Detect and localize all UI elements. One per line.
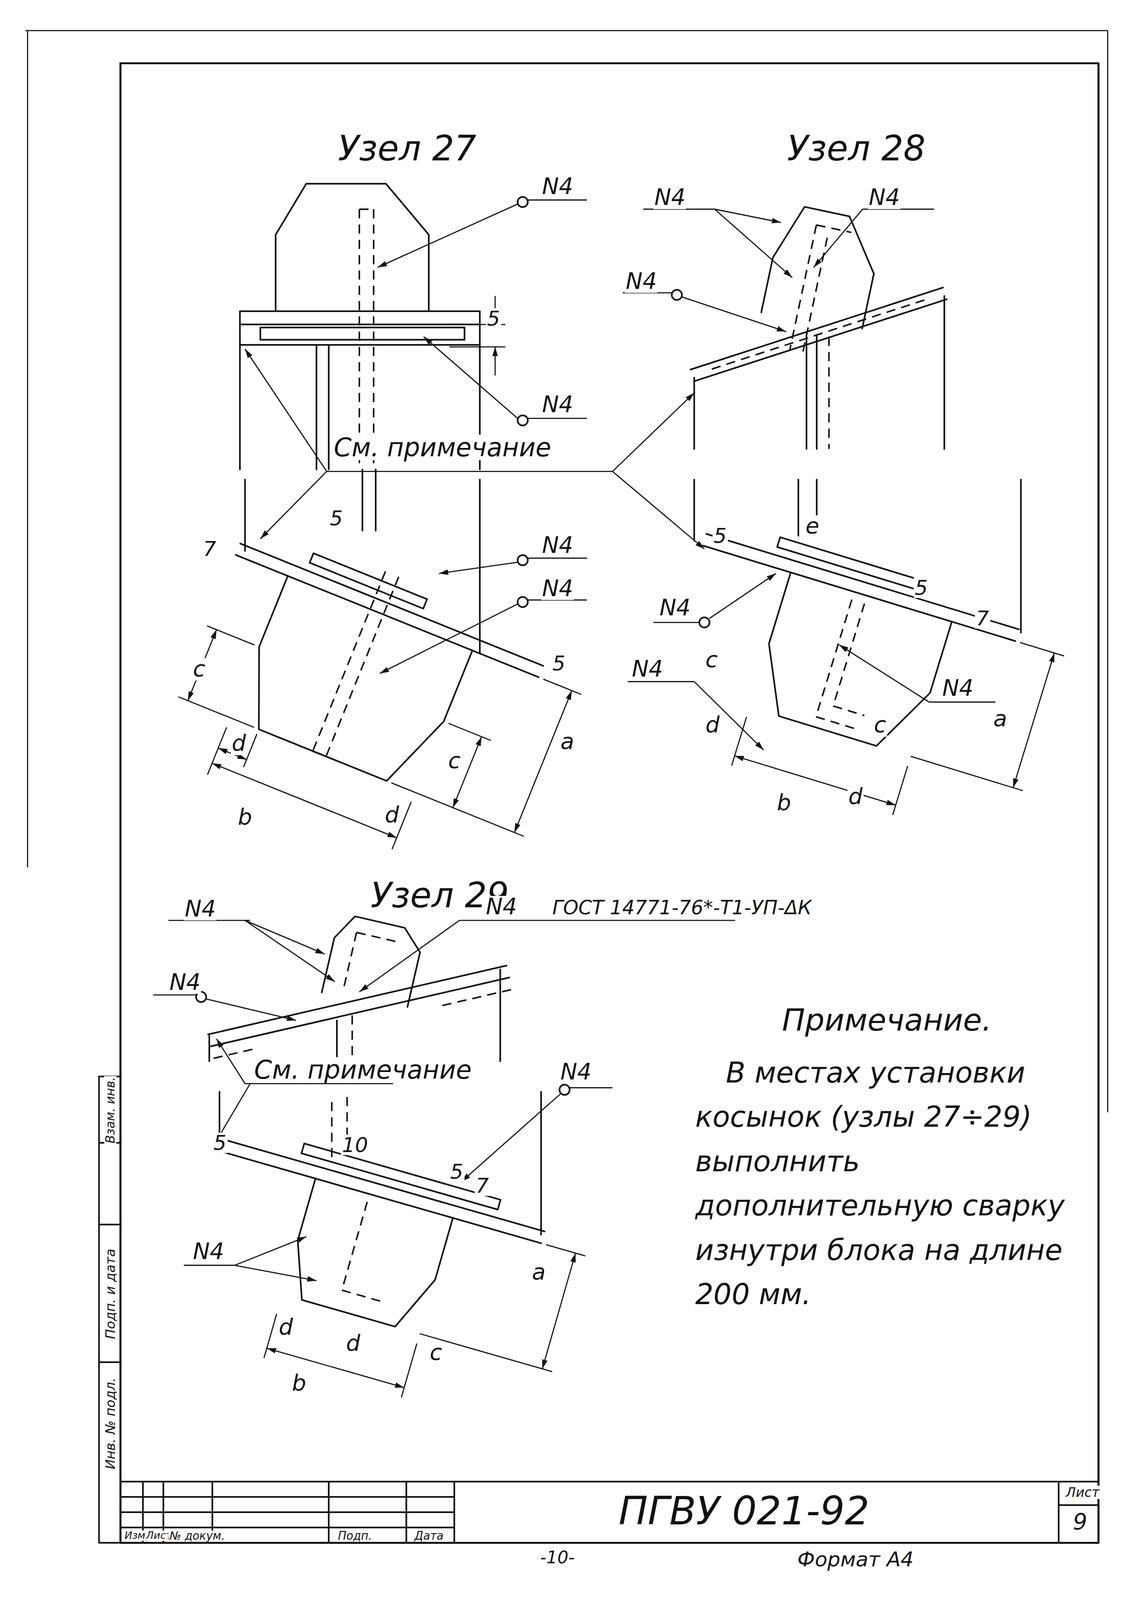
callout-number: N4 bbox=[485, 895, 519, 919]
dimension: d bbox=[277, 1316, 294, 1339]
document-code: ПГВУ 021-92 bbox=[617, 1491, 871, 1531]
callout-number: N4 bbox=[191, 1240, 226, 1264]
node-28-section bbox=[628, 479, 1074, 850]
callout-number: N4 bbox=[867, 186, 901, 209]
page-number: -10- bbox=[538, 1548, 576, 1567]
dimension: a bbox=[992, 708, 1008, 731]
dimension: d bbox=[847, 785, 864, 809]
dimension: 5 bbox=[913, 577, 929, 598]
stamp-field: № докум. bbox=[168, 1530, 226, 1542]
node-29-section bbox=[165, 1038, 613, 1436]
callout-number: N4 bbox=[658, 597, 692, 620]
view-title: Узел 27 bbox=[336, 130, 478, 166]
dimension: 7 bbox=[474, 1175, 490, 1197]
dimension: d bbox=[345, 1332, 362, 1355]
stamp-field: Лист bbox=[1064, 1485, 1101, 1499]
note-heading: Примечание. bbox=[781, 1005, 993, 1036]
sheet-number: 9 bbox=[1072, 1511, 1089, 1534]
callout-number: N4 bbox=[541, 534, 575, 557]
dimension: d bbox=[383, 804, 400, 827]
dimension: 7 bbox=[975, 608, 990, 629]
view-title: Узел 28 bbox=[786, 130, 927, 166]
dimension: 10 bbox=[340, 1134, 369, 1156]
node-29-top-view bbox=[152, 913, 735, 1062]
callout-number: N4 bbox=[653, 186, 687, 209]
dimension: 5 bbox=[212, 1132, 228, 1154]
dimension: 5 bbox=[449, 1161, 465, 1182]
dimension: 5 bbox=[712, 525, 728, 546]
callout-number: N4 bbox=[541, 393, 575, 417]
note-leaders bbox=[245, 349, 705, 550]
dimension: e bbox=[804, 515, 821, 538]
callout-number: N4 bbox=[559, 1061, 593, 1084]
stamp-field: Взам. инв. bbox=[104, 1076, 117, 1145]
dimension: d bbox=[230, 732, 247, 755]
callout-number: N4 bbox=[631, 658, 665, 681]
dimension: c bbox=[447, 750, 462, 773]
stamp-field: Дата bbox=[413, 1530, 445, 1542]
dimension: 5 bbox=[328, 508, 344, 529]
callout-number: N4 bbox=[941, 677, 975, 700]
dimension: c bbox=[428, 1341, 444, 1365]
dimension: b bbox=[775, 791, 792, 815]
callout-number: N4 bbox=[541, 577, 575, 600]
node-28-top-view bbox=[622, 202, 947, 450]
dimension: b bbox=[291, 1372, 308, 1395]
format-label: Формат А4 bbox=[796, 1548, 915, 1570]
stamp-field: Инв. № подл. bbox=[103, 1376, 117, 1471]
node-27-top-view bbox=[239, 183, 587, 470]
node-27-section bbox=[155, 469, 597, 894]
dimension: c bbox=[704, 649, 719, 672]
callout-number: N4 bbox=[168, 971, 202, 994]
sheet-frame bbox=[25, 30, 1108, 1543]
callout-number: N4 bbox=[183, 898, 217, 921]
dimension: 7 bbox=[201, 538, 217, 560]
stamp-field: Подп. bbox=[336, 1530, 373, 1542]
dimension: c bbox=[872, 714, 888, 737]
dimension: d bbox=[704, 714, 721, 737]
note-text: В местах установки косынок (узлы 27÷29) … bbox=[694, 1051, 1084, 1317]
callout-number: N4 bbox=[625, 270, 659, 293]
callout-number: N4 bbox=[541, 175, 575, 198]
weld-designation: ГОСТ 14771-76*-Т1-УП-ΔК bbox=[551, 898, 813, 918]
dimension: c bbox=[191, 658, 207, 681]
dimension: a bbox=[531, 1261, 547, 1284]
dimension: b bbox=[236, 805, 254, 829]
stamp-field: Подп. и дата bbox=[103, 1247, 117, 1341]
dimension: a bbox=[559, 730, 576, 754]
dimension: 5 bbox=[486, 308, 501, 329]
note-reference: См. примечание bbox=[253, 1057, 473, 1083]
note-reference: См. примечание bbox=[332, 434, 553, 461]
dimension: 5 bbox=[551, 652, 566, 674]
